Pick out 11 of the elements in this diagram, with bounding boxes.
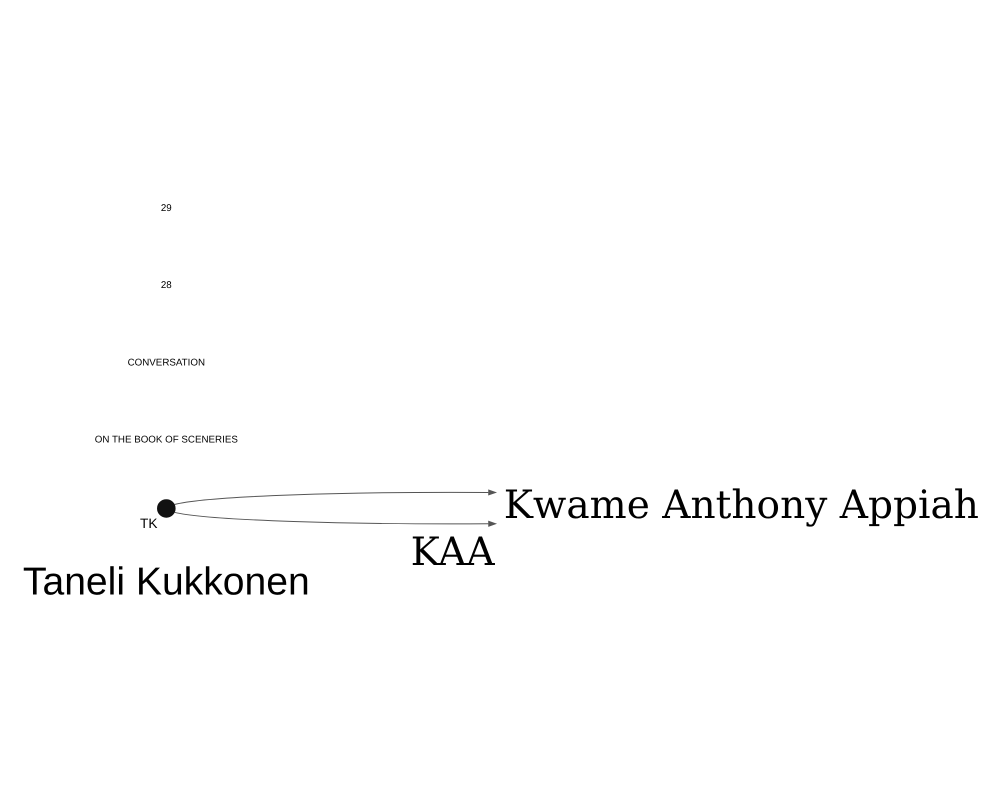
node-label: KAA xyxy=(410,530,495,575)
label: 28 xyxy=(160,280,172,291)
arrow xyxy=(174,511,498,526)
label: 29 xyxy=(160,202,172,214)
label: ON THE BOOK OF SCENERIES xyxy=(94,434,238,446)
node-text: Taneli Kukkonen xyxy=(22,560,310,603)
node-circle xyxy=(157,498,176,518)
node-text: Kwame Anthony Appiah xyxy=(504,482,979,528)
label: CONVERSATION xyxy=(128,356,206,368)
arrow xyxy=(174,488,498,504)
node-label: TK xyxy=(140,516,158,531)
